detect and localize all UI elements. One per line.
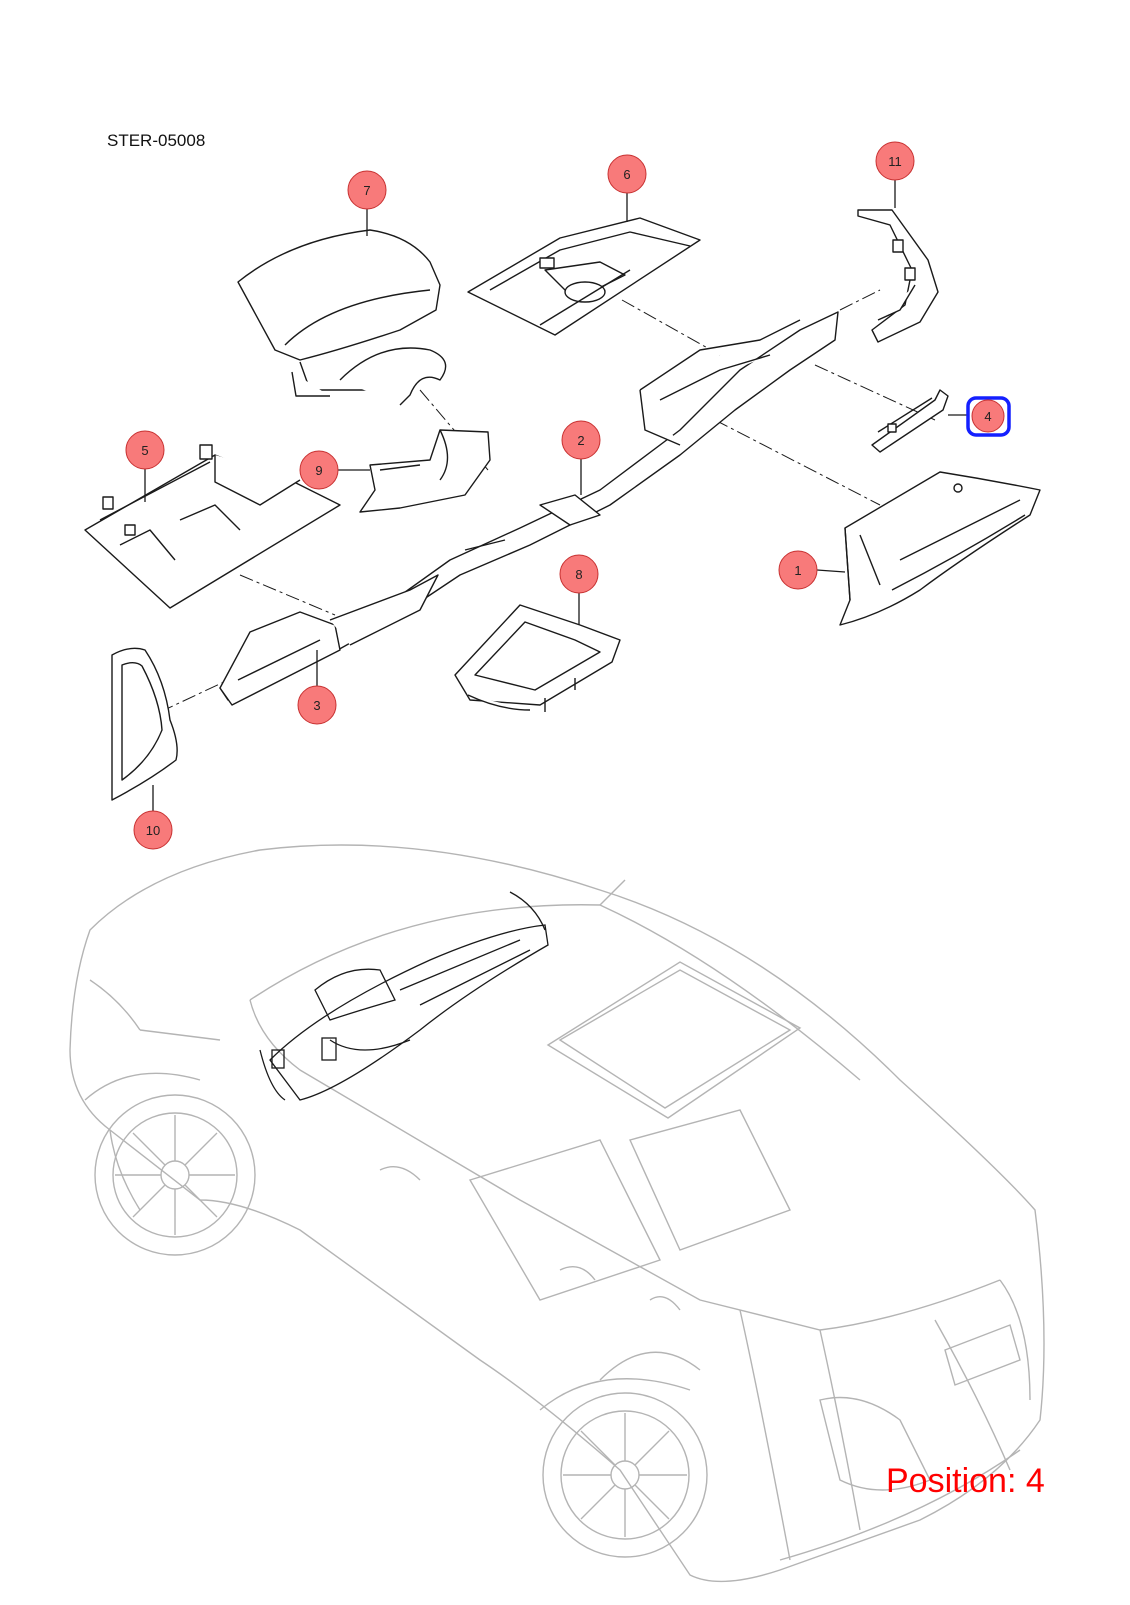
part-1-shape xyxy=(839,471,1041,626)
part-shapes xyxy=(84,209,1041,801)
part-3-shape xyxy=(219,574,439,706)
callout-8-label: 8 xyxy=(575,567,582,582)
callout-4[interactable]: 4 xyxy=(966,396,1011,437)
part-9-shape xyxy=(359,429,491,513)
callout-10-label: 10 xyxy=(146,823,160,838)
position-label: Position: 4 xyxy=(886,1462,1045,1500)
diagram-id: STER-05008 xyxy=(107,131,206,150)
callout-1-label: 1 xyxy=(794,563,801,578)
callout-5-marker xyxy=(125,430,165,470)
callout-6-label: 6 xyxy=(623,167,630,182)
callout-3[interactable]: 3 xyxy=(297,685,337,725)
callout-11-marker xyxy=(875,141,915,181)
callout-3-label: 3 xyxy=(313,698,320,713)
callout-8-marker xyxy=(559,554,599,594)
part-6-shape xyxy=(467,217,701,336)
callout-3-marker xyxy=(297,685,337,725)
callout-7[interactable]: 7 xyxy=(347,170,387,210)
callout-4-label: 4 xyxy=(984,409,991,424)
callout-6[interactable]: 6 xyxy=(607,154,647,194)
selection-highlight xyxy=(966,396,1011,437)
callout-1-marker xyxy=(778,550,818,590)
callout-5-label: 5 xyxy=(141,443,148,458)
part-7-shape xyxy=(237,229,447,406)
callout-leaders xyxy=(144,180,968,811)
part-11-shape xyxy=(857,209,939,343)
callout-9-label: 9 xyxy=(315,463,322,478)
callout-2-marker xyxy=(561,420,601,460)
callout-8[interactable]: 8 xyxy=(559,554,599,594)
callout-2[interactable]: 2 xyxy=(561,420,601,460)
callout-5[interactable]: 5 xyxy=(125,430,165,470)
part-5-shape xyxy=(84,444,341,609)
callout-11[interactable]: 11 xyxy=(875,141,915,181)
part-10-shape xyxy=(111,647,178,801)
callout-10[interactable]: 10 xyxy=(133,810,173,850)
vehicle-dashboard-detail xyxy=(259,891,549,1101)
callout-6-marker xyxy=(607,154,647,194)
part-8-shape xyxy=(454,604,621,712)
callout-7-marker xyxy=(347,170,387,210)
callout-10-marker xyxy=(133,810,173,850)
callout-9[interactable]: 9 xyxy=(299,450,339,490)
callout-7-label: 7 xyxy=(363,183,370,198)
callout-2-label: 2 xyxy=(577,433,584,448)
callout-11-label: 11 xyxy=(888,154,902,169)
part-4-shape xyxy=(871,389,949,453)
callout-1[interactable]: 1 xyxy=(778,550,818,590)
callout-9-marker xyxy=(299,450,339,490)
callout-4-marker xyxy=(971,399,1005,433)
